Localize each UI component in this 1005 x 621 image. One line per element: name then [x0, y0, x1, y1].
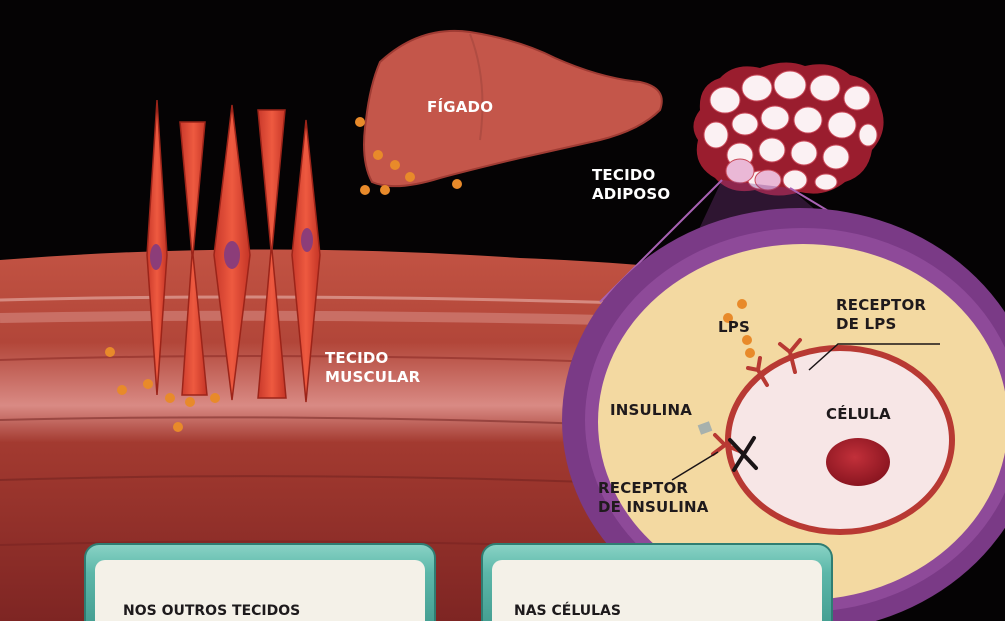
fiber-nucleus — [224, 241, 240, 269]
panel-title-nos-outros-tecidos: NOS OUTROS TECIDOS — [123, 603, 300, 619]
fiber-nucleus — [150, 244, 162, 270]
label-tecido-adiposo-line1: TECIDO — [592, 166, 670, 185]
panel-title-nas-celulas: NAS CÉLULAS — [514, 603, 621, 619]
label-receptor-insulina-line2: DE INSULINA — [598, 498, 709, 517]
label-tecido-adiposo: TECIDO ADIPOSO — [592, 166, 670, 204]
label-receptor-lps: RECEPTOR DE LPS — [836, 296, 926, 334]
label-celula: CÉLULA — [826, 405, 891, 424]
label-tecido-muscular-line1: TECIDO — [325, 349, 420, 368]
label-receptor-lps-line2: DE LPS — [836, 315, 926, 334]
label-tecido-adiposo-line2: ADIPOSO — [592, 185, 670, 204]
label-receptor-insulina: RECEPTOR DE INSULINA — [598, 479, 709, 517]
cell-nucleus — [826, 438, 890, 486]
label-lps: LPS — [718, 318, 750, 337]
label-tecido-muscular-line2: MUSCULAR — [325, 368, 420, 387]
label-tecido-muscular: TECIDO MUSCULAR — [325, 349, 420, 387]
liver-illustration — [364, 31, 662, 186]
label-insulina: INSULINA — [610, 401, 692, 420]
fiber-nucleus — [301, 228, 313, 252]
label-receptor-lps-line1: RECEPTOR — [836, 296, 926, 315]
adipose-tissue-cluster — [693, 62, 883, 195]
label-receptor-insulina-line1: RECEPTOR — [598, 479, 709, 498]
label-figado: FÍGADO — [427, 98, 493, 117]
